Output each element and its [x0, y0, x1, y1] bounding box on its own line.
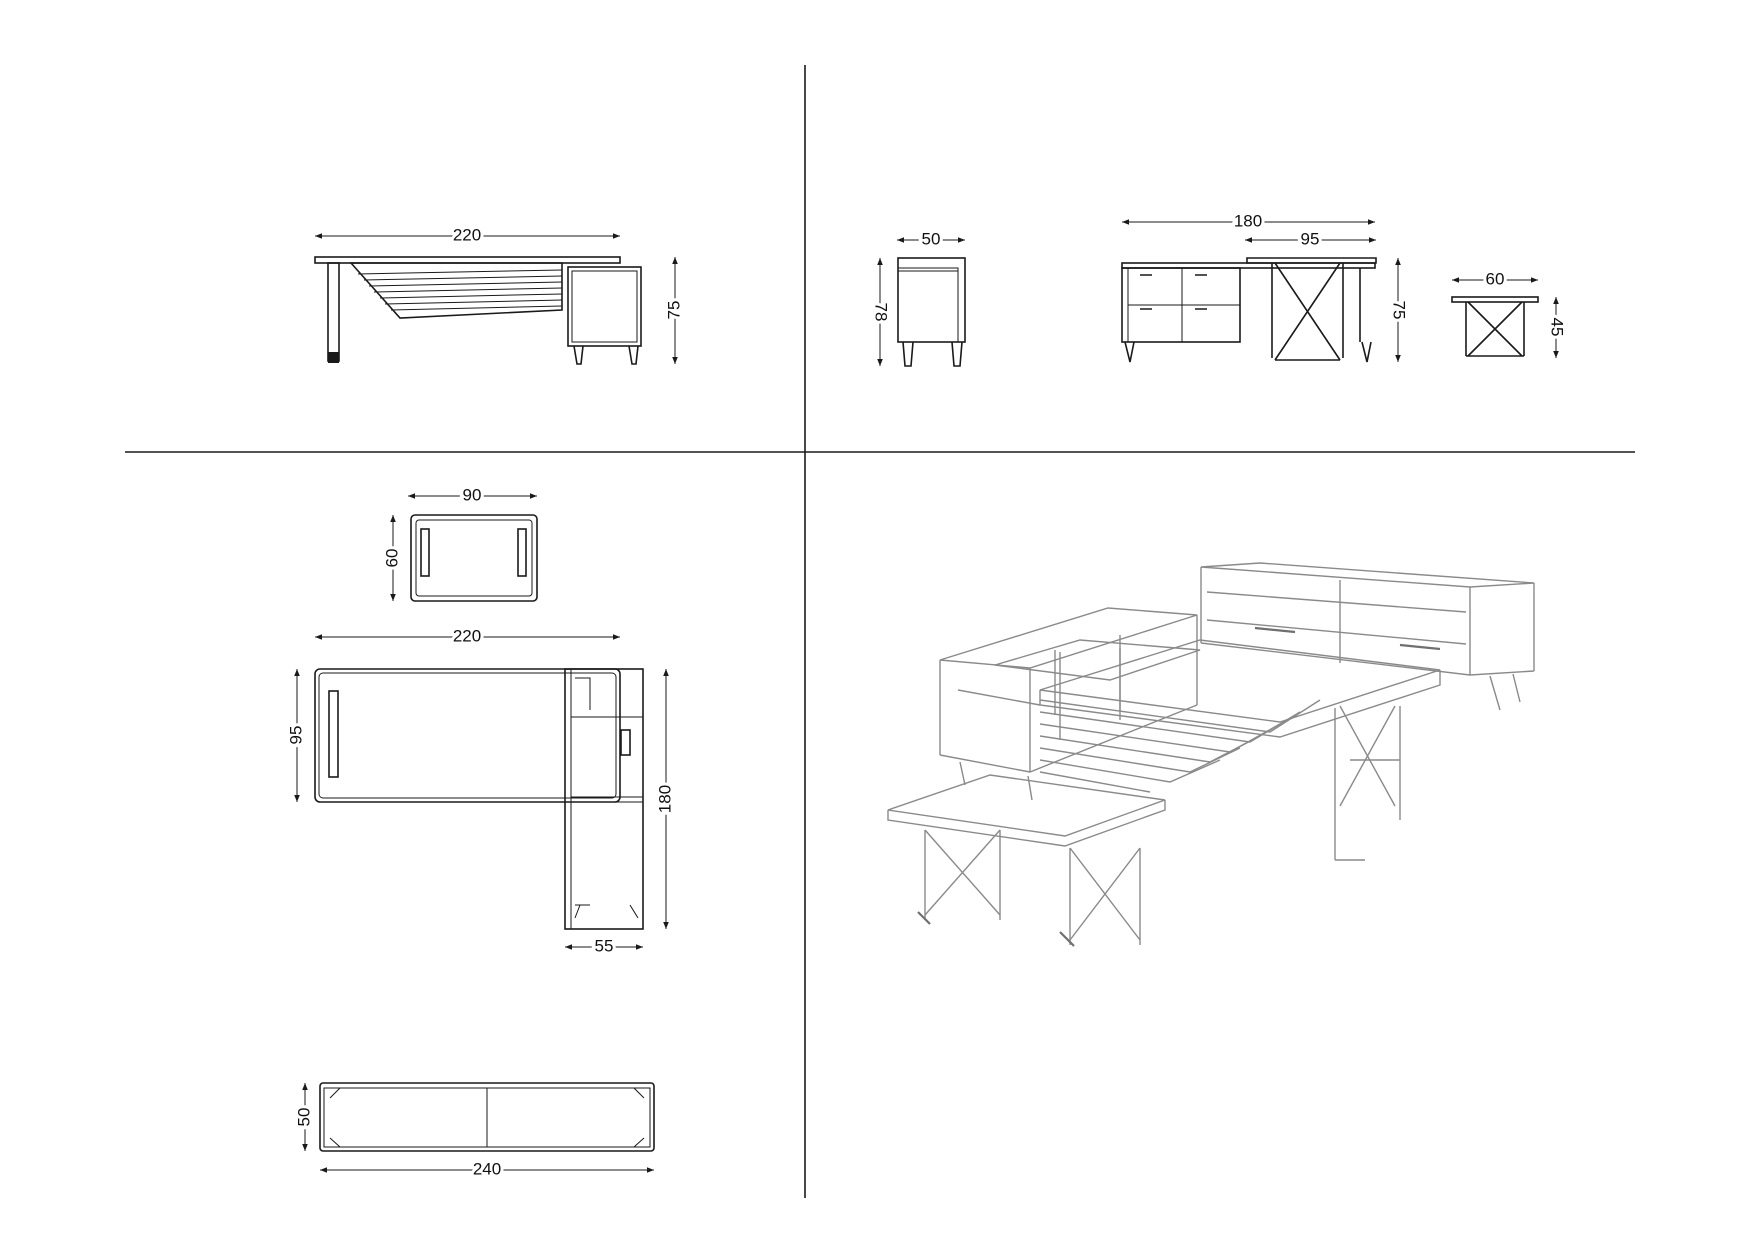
dimension-height-label: 75 [664, 301, 683, 320]
dimension-credenza-height-label: 75 [1390, 301, 1409, 320]
credenza-plan: 240 50 [291, 1082, 655, 1181]
dimension-plan-return-length-label: 180 [655, 785, 674, 813]
isometric-furniture-set [887, 562, 1535, 947]
pedestal-side-view: 50 78 [869, 226, 966, 367]
iso-coffee-table [887, 774, 1166, 947]
dimension-credenza-width-label: 180 [1234, 211, 1262, 230]
dimension-plan-table-width-label: 90 [463, 485, 482, 504]
dimension-plan-credenza-depth-label: 50 [294, 1108, 313, 1127]
dimension-credenza-part-label: 95 [1301, 229, 1320, 248]
dimension-pedestal-width-label: 50 [922, 229, 941, 248]
dimension-pedestal-height-label: 78 [872, 303, 891, 322]
side-table-elevation: 60 45 [1451, 266, 1570, 358]
quadrant-dividers [125, 65, 1635, 1198]
dimension-plan-table-depth-label: 60 [382, 549, 401, 568]
dimension-plan-desk-depth-label: 95 [286, 726, 305, 745]
dimension-plan-return-width-label: 55 [595, 936, 614, 955]
dimension-plan-desk-width-label: 220 [453, 626, 481, 645]
iso-frame-top [994, 639, 1201, 715]
desk-front-elevation: 220 75 [314, 222, 686, 365]
iso-desk-top [1039, 639, 1441, 861]
iso-credenza [1200, 562, 1535, 711]
credenza-front-elevation: 180 95 75 [1121, 208, 1412, 363]
side-table-plan: 90 60 [379, 482, 538, 602]
dimension-table-height-label: 45 [1548, 318, 1567, 337]
dimension-plan-credenza-width-label: 240 [473, 1159, 501, 1178]
desk-plan: 220 95 180 55 [283, 623, 677, 958]
dimension-width-label: 220 [453, 225, 481, 244]
dimension-table-width-label: 60 [1486, 269, 1505, 288]
